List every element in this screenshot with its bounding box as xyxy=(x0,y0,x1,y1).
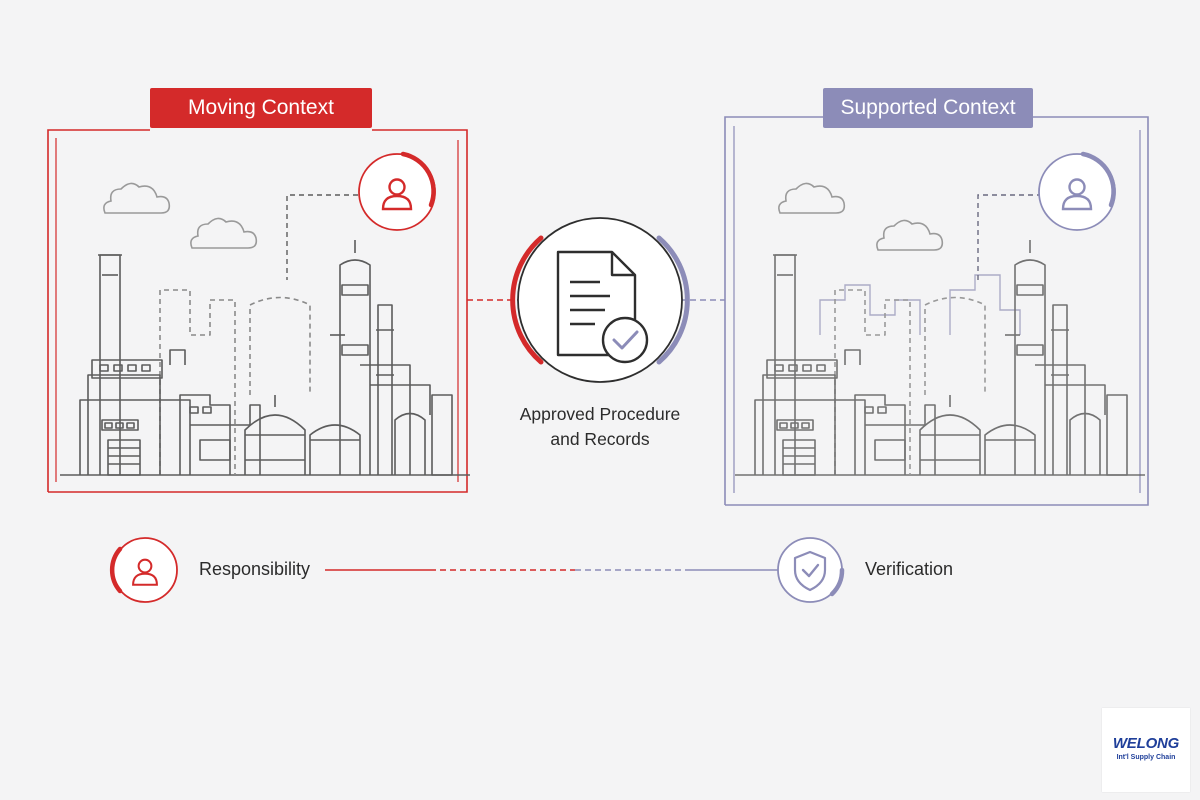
right-user-icon xyxy=(1038,151,1116,231)
approved-procedure-label-line2: and Records xyxy=(550,429,650,449)
responsibility-user-icon xyxy=(109,537,178,603)
approved-procedure-label-line1: Approved Procedure xyxy=(519,404,681,424)
welong-logo: WELONG Int'l Supply Chain xyxy=(1102,708,1190,792)
cloud-icon xyxy=(190,217,258,249)
shield-check-icon xyxy=(777,537,845,603)
left-user-icon xyxy=(358,151,436,231)
responsibility-label: Responsibility xyxy=(199,559,311,579)
document-check-icon xyxy=(510,217,690,383)
cloud-icon xyxy=(778,182,846,214)
logo-tagline: Int'l Supply Chain xyxy=(1116,754,1176,761)
logo-name: WELONG xyxy=(1112,735,1180,752)
approved-procedure-label: Approved Procedure and Records xyxy=(470,402,730,452)
left-factory-illustration xyxy=(59,239,471,476)
left-panel-frame xyxy=(47,129,468,493)
verification-label: Verification xyxy=(865,559,954,579)
moving-context-title: Moving Context xyxy=(150,88,372,128)
supported-context-title: Supported Context xyxy=(823,88,1033,128)
cloud-icon xyxy=(103,182,171,214)
cloud-icon xyxy=(876,219,944,251)
right-factory-illustration xyxy=(734,239,1146,476)
right-panel-frame xyxy=(724,116,1149,506)
